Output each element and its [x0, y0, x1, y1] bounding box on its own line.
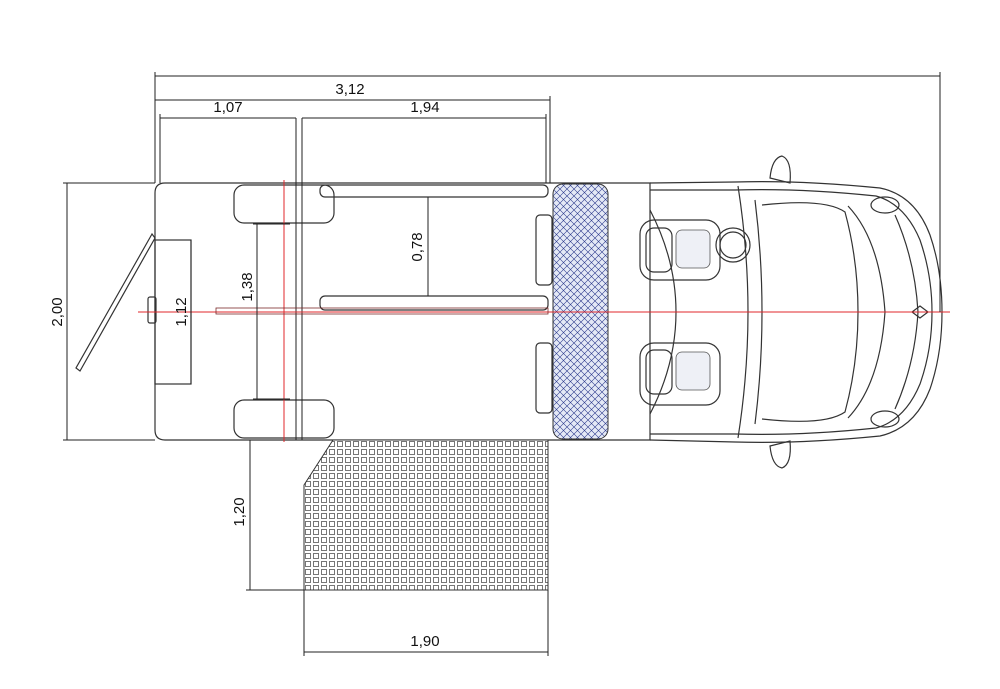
dim-front-section-length: 1,94	[410, 99, 439, 116]
centerlines	[138, 180, 950, 442]
dim-aisle-width: 0,78	[409, 232, 426, 261]
dim-rear-section-length: 1,07	[213, 99, 242, 116]
dim-interior-width: 1,38	[239, 272, 256, 301]
dim-ramp-depth: 1,20	[231, 497, 248, 526]
dim-total-width: 2,00	[49, 297, 66, 326]
dim-total-length: 3,12	[335, 81, 364, 98]
vehicle-body	[75, 118, 943, 469]
dim-ramp-width: 1,90	[410, 633, 439, 650]
side-ramp	[303, 439, 549, 591]
dimension-lines	[63, 72, 941, 656]
dim-rear-door-width: 1,12	[173, 297, 190, 326]
